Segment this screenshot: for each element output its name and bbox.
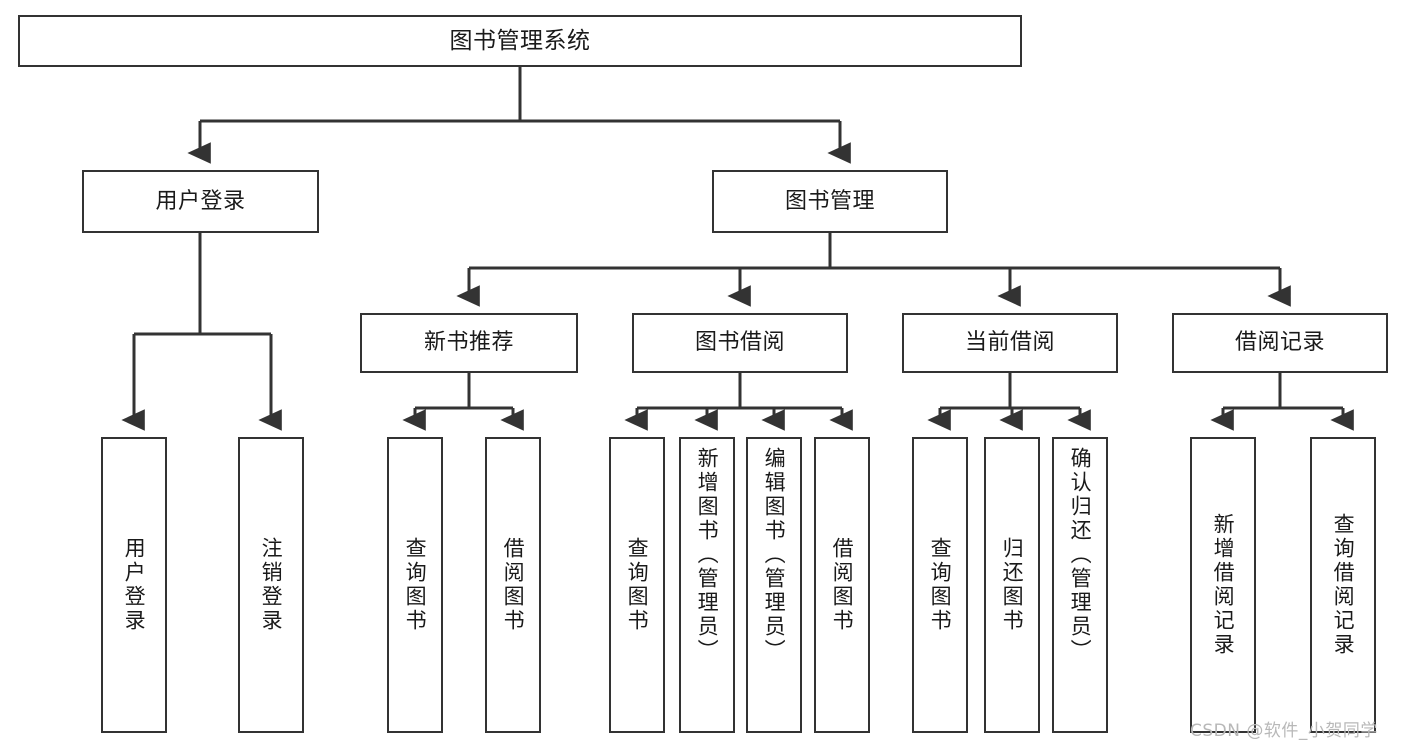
node-leaf-confirm-return[interactable]: 确认归还（管理员）: [1052, 437, 1108, 733]
edge-borrow-record-to-leaves: [1210, 373, 1354, 431]
node-leaf-add-borrow-record[interactable]: 新增借阅记录: [1190, 437, 1256, 733]
node-user-login[interactable]: 用户登录: [82, 170, 319, 233]
node-leaf-return-book[interactable]: 归还图书: [984, 437, 1040, 733]
node-leaf-query-book-2[interactable]: 查询图书: [609, 437, 665, 733]
node-leaf-edit-book-admin-label: 编辑图书（管理员）: [762, 447, 787, 663]
node-leaf-query-borrow-record[interactable]: 查询借阅记录: [1310, 437, 1376, 733]
edge-book-borrow-to-leaves: [624, 373, 853, 431]
node-new-book-recommend-label: 新书推荐: [423, 330, 514, 356]
node-book-management[interactable]: 图书管理: [712, 170, 948, 233]
node-leaf-query-book-2-label: 查询图书: [625, 537, 650, 633]
node-current-borrow[interactable]: 当前借阅: [902, 313, 1118, 373]
node-leaf-query-book-1[interactable]: 查询图书: [387, 437, 443, 733]
edge-new-book-recommend-to-leaves: [402, 373, 524, 431]
node-leaf-return-book-label: 归还图书: [1000, 537, 1025, 633]
node-book-borrow-label: 图书借阅: [694, 330, 785, 356]
node-user-login-label: 用户登录: [155, 188, 246, 214]
node-leaf-query-book-3-label: 查询图书: [928, 537, 953, 633]
node-leaf-logout-label: 注销登录: [259, 537, 284, 633]
csdn-watermark: CSDN @软件_小贺同学: [1190, 721, 1378, 741]
node-root-system-label: 图书管理系统: [449, 27, 591, 54]
node-book-management-label: 图书管理: [784, 188, 875, 214]
node-leaf-add-book-admin[interactable]: 新增图书（管理员）: [679, 437, 735, 733]
node-leaf-query-borrow-record-label: 查询借阅记录: [1331, 513, 1356, 657]
node-leaf-borrow-book-2[interactable]: 借阅图书: [814, 437, 870, 733]
edge-root-to-level2: [187, 67, 851, 164]
node-leaf-user-login-label: 用户登录: [122, 537, 147, 633]
edge-book-management-to-level3: [456, 233, 1291, 307]
node-leaf-add-borrow-record-label: 新增借阅记录: [1211, 513, 1236, 657]
node-leaf-query-book-3[interactable]: 查询图书: [912, 437, 968, 733]
node-leaf-confirm-return-label: 确认归还（管理员）: [1068, 447, 1093, 663]
node-leaf-add-book-admin-label: 新增图书（管理员）: [695, 447, 720, 663]
edge-user-login-to-leaves: [121, 233, 282, 431]
node-leaf-borrow-book-1-label: 借阅图书: [501, 537, 526, 633]
node-leaf-query-book-1-label: 查询图书: [403, 537, 428, 633]
node-new-book-recommend[interactable]: 新书推荐: [360, 313, 578, 373]
node-borrow-record-label: 借阅记录: [1234, 330, 1325, 356]
node-leaf-borrow-book-2-label: 借阅图书: [830, 537, 855, 633]
node-leaf-logout[interactable]: 注销登录: [238, 437, 304, 733]
node-book-borrow[interactable]: 图书借阅: [632, 313, 848, 373]
node-leaf-edit-book-admin[interactable]: 编辑图书（管理员）: [746, 437, 802, 733]
node-root-system[interactable]: 图书管理系统: [18, 15, 1022, 67]
node-leaf-user-login[interactable]: 用户登录: [101, 437, 167, 733]
edge-current-borrow-to-leaves: [927, 373, 1091, 431]
node-borrow-record[interactable]: 借阅记录: [1172, 313, 1388, 373]
node-current-borrow-label: 当前借阅: [964, 330, 1055, 356]
node-leaf-borrow-book-1[interactable]: 借阅图书: [485, 437, 541, 733]
